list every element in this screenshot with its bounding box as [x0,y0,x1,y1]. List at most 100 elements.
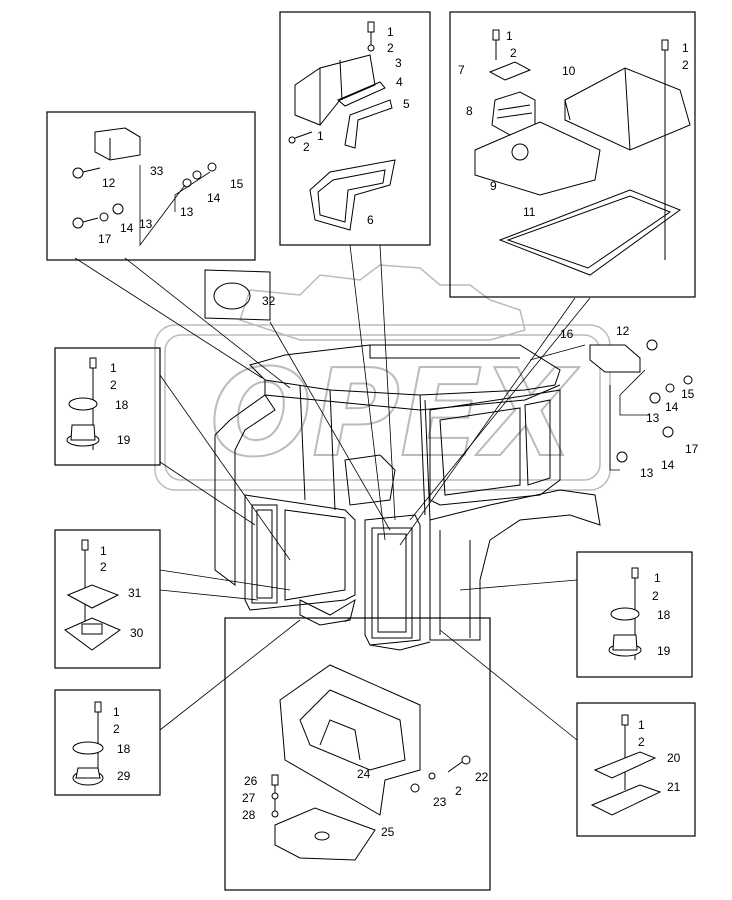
callout-25: 25 [381,825,395,839]
callout-19: 19 [117,433,131,447]
callout-11: 11 [523,205,536,219]
grommet-29-icon [72,701,104,786]
callout-24: 24 [357,767,371,781]
callout-12: 12 [616,324,630,338]
callout-14: 14 [665,400,679,414]
callout-18: 18 [657,608,671,622]
grommet-group-right [576,551,693,678]
callout-31: 31 [128,586,142,600]
plate-7-icon [488,61,532,81]
bracket-33-icon [94,127,141,161]
callout-2: 2 [682,58,689,72]
small-screw-icon [288,131,313,144]
callout-1: 1 [110,361,117,375]
seal-group-right [576,702,696,837]
callout-13: 13 [139,217,153,231]
callout-17: 17 [685,442,699,456]
callout-1: 1 [654,571,661,585]
callout-2: 2 [510,46,517,60]
callout-1: 1 [317,129,324,143]
screw-1-icon [367,21,375,52]
plate-30-31-icon [64,539,122,651]
callout-13: 13 [180,205,194,219]
grommet-group-left [54,347,161,466]
callout-2: 2 [455,784,462,798]
callout-33: 33 [150,164,164,178]
console-cover-24-icon [279,664,421,816]
console-cover-group [224,617,491,891]
gasket-6-icon [309,159,396,231]
callout-1: 1 [506,29,513,43]
callout-14: 14 [120,221,134,235]
callout-16: 16 [560,327,574,341]
washer-nut-right-icon [182,162,217,188]
callout-6: 6 [367,213,374,227]
callout-30: 30 [130,626,144,640]
callout-14: 14 [661,458,675,472]
callout-22: 22 [475,770,489,784]
callout-labels: 1 2 3 4 5 1 2 6 1 2 7 8 9 10 1 2 11 33 1… [98,25,699,839]
grommet-19-right-icon [608,567,642,660]
callout-7: 7 [458,63,465,77]
front-cover-group [279,11,431,246]
callout-5: 5 [403,97,410,111]
callout-15: 15 [230,177,244,191]
callout-10: 10 [562,64,576,78]
callout-9: 9 [490,179,497,193]
bolt-22-icon [410,755,471,793]
callout-3: 3 [395,56,402,70]
grommet-group-lower-left [54,689,161,796]
callout-19: 19 [657,644,671,658]
leader-lines [74,165,650,741]
callout-15: 15 [681,387,695,401]
seal-4-icon [337,81,386,107]
bracket-16-icon [589,339,693,463]
cab-assembly [214,344,601,651]
watermark: OPEX [154,264,611,491]
plate-25-icon [274,807,376,861]
grommet-19-icon [66,357,100,450]
callout-27: 27 [242,791,256,805]
callout-2: 2 [652,589,659,603]
bolt-17-icon [72,203,124,229]
callout-32: 32 [262,294,276,308]
cover-10-icon [564,67,691,151]
callout-1: 1 [638,718,645,732]
callout-4: 4 [396,75,403,89]
callout-13: 13 [646,411,660,425]
callout-18: 18 [117,742,131,756]
callout-17: 17 [98,232,112,246]
callout-18: 18 [115,398,129,412]
panel-mount-fasteners [46,111,256,261]
watermark-text: OPEX [210,345,580,484]
callout-1: 1 [100,544,107,558]
callout-12: 12 [102,176,116,190]
screw-1-left-icon [492,29,500,60]
callout-21: 21 [667,780,681,794]
screw-1-right-icon [661,39,669,260]
roof-cover-group [449,11,696,298]
floor-panel-9-icon [474,121,601,196]
callout-1: 1 [113,705,120,719]
callout-23: 23 [433,795,447,809]
screw-26-icon [271,774,279,818]
callout-8: 8 [466,104,473,118]
callout-29: 29 [117,769,131,783]
callout-2: 2 [113,722,120,736]
plate-32-icon [204,269,271,321]
callout-1: 1 [682,41,689,55]
callout-28: 28 [242,808,256,822]
callout-20: 20 [667,751,681,765]
callout-2: 2 [100,560,107,574]
callout-2: 2 [303,140,310,154]
seal-5-icon [344,99,393,149]
cover-panel-3-icon [294,54,376,126]
callout-2: 2 [638,735,645,749]
callout-2: 2 [387,41,394,55]
callout-26: 26 [244,774,258,788]
callout-13: 13 [640,466,654,480]
bolt-12-icon [72,167,101,179]
callout-14: 14 [207,191,221,205]
gasket-11-icon [498,189,682,276]
